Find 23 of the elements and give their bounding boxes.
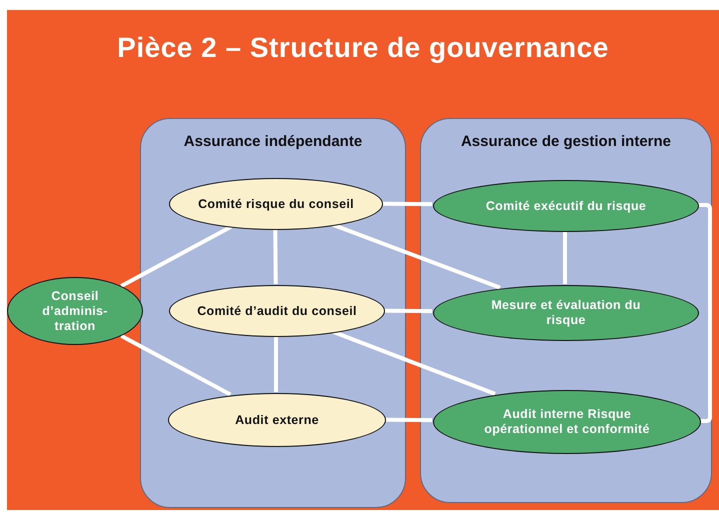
connector-line <box>698 203 712 423</box>
connector-line <box>384 308 432 314</box>
connector-line <box>332 330 496 396</box>
node-label: Audit externe <box>235 412 319 428</box>
panel-heading: Assurance de gestion interne <box>460 133 672 150</box>
connector-line <box>273 228 278 284</box>
node-label: Conseil d’adminis- tration <box>41 288 109 334</box>
node-label: Comité exécutif du risque <box>486 198 646 214</box>
group-panel <box>140 118 406 508</box>
connector-line <box>563 231 567 284</box>
connector-line <box>332 222 501 290</box>
node-label: Comité d’audit du conseil <box>197 304 357 318</box>
connector-line <box>382 202 432 206</box>
connector-line <box>384 418 432 422</box>
diagram-title: Pièce 2 – Structure de gouvernance <box>116 32 610 64</box>
group-panel <box>420 118 712 503</box>
connector-line <box>120 334 232 396</box>
node-label: Comité risque du conseil <box>198 196 354 212</box>
connector-line <box>120 224 232 288</box>
node-label: Mesure et évaluation du risque <box>490 298 642 328</box>
node-label: Audit interne Risque opérationnel et conformité <box>483 407 651 437</box>
panel-heading: Assurance indépendante <box>182 133 364 150</box>
connector-line <box>274 336 278 392</box>
